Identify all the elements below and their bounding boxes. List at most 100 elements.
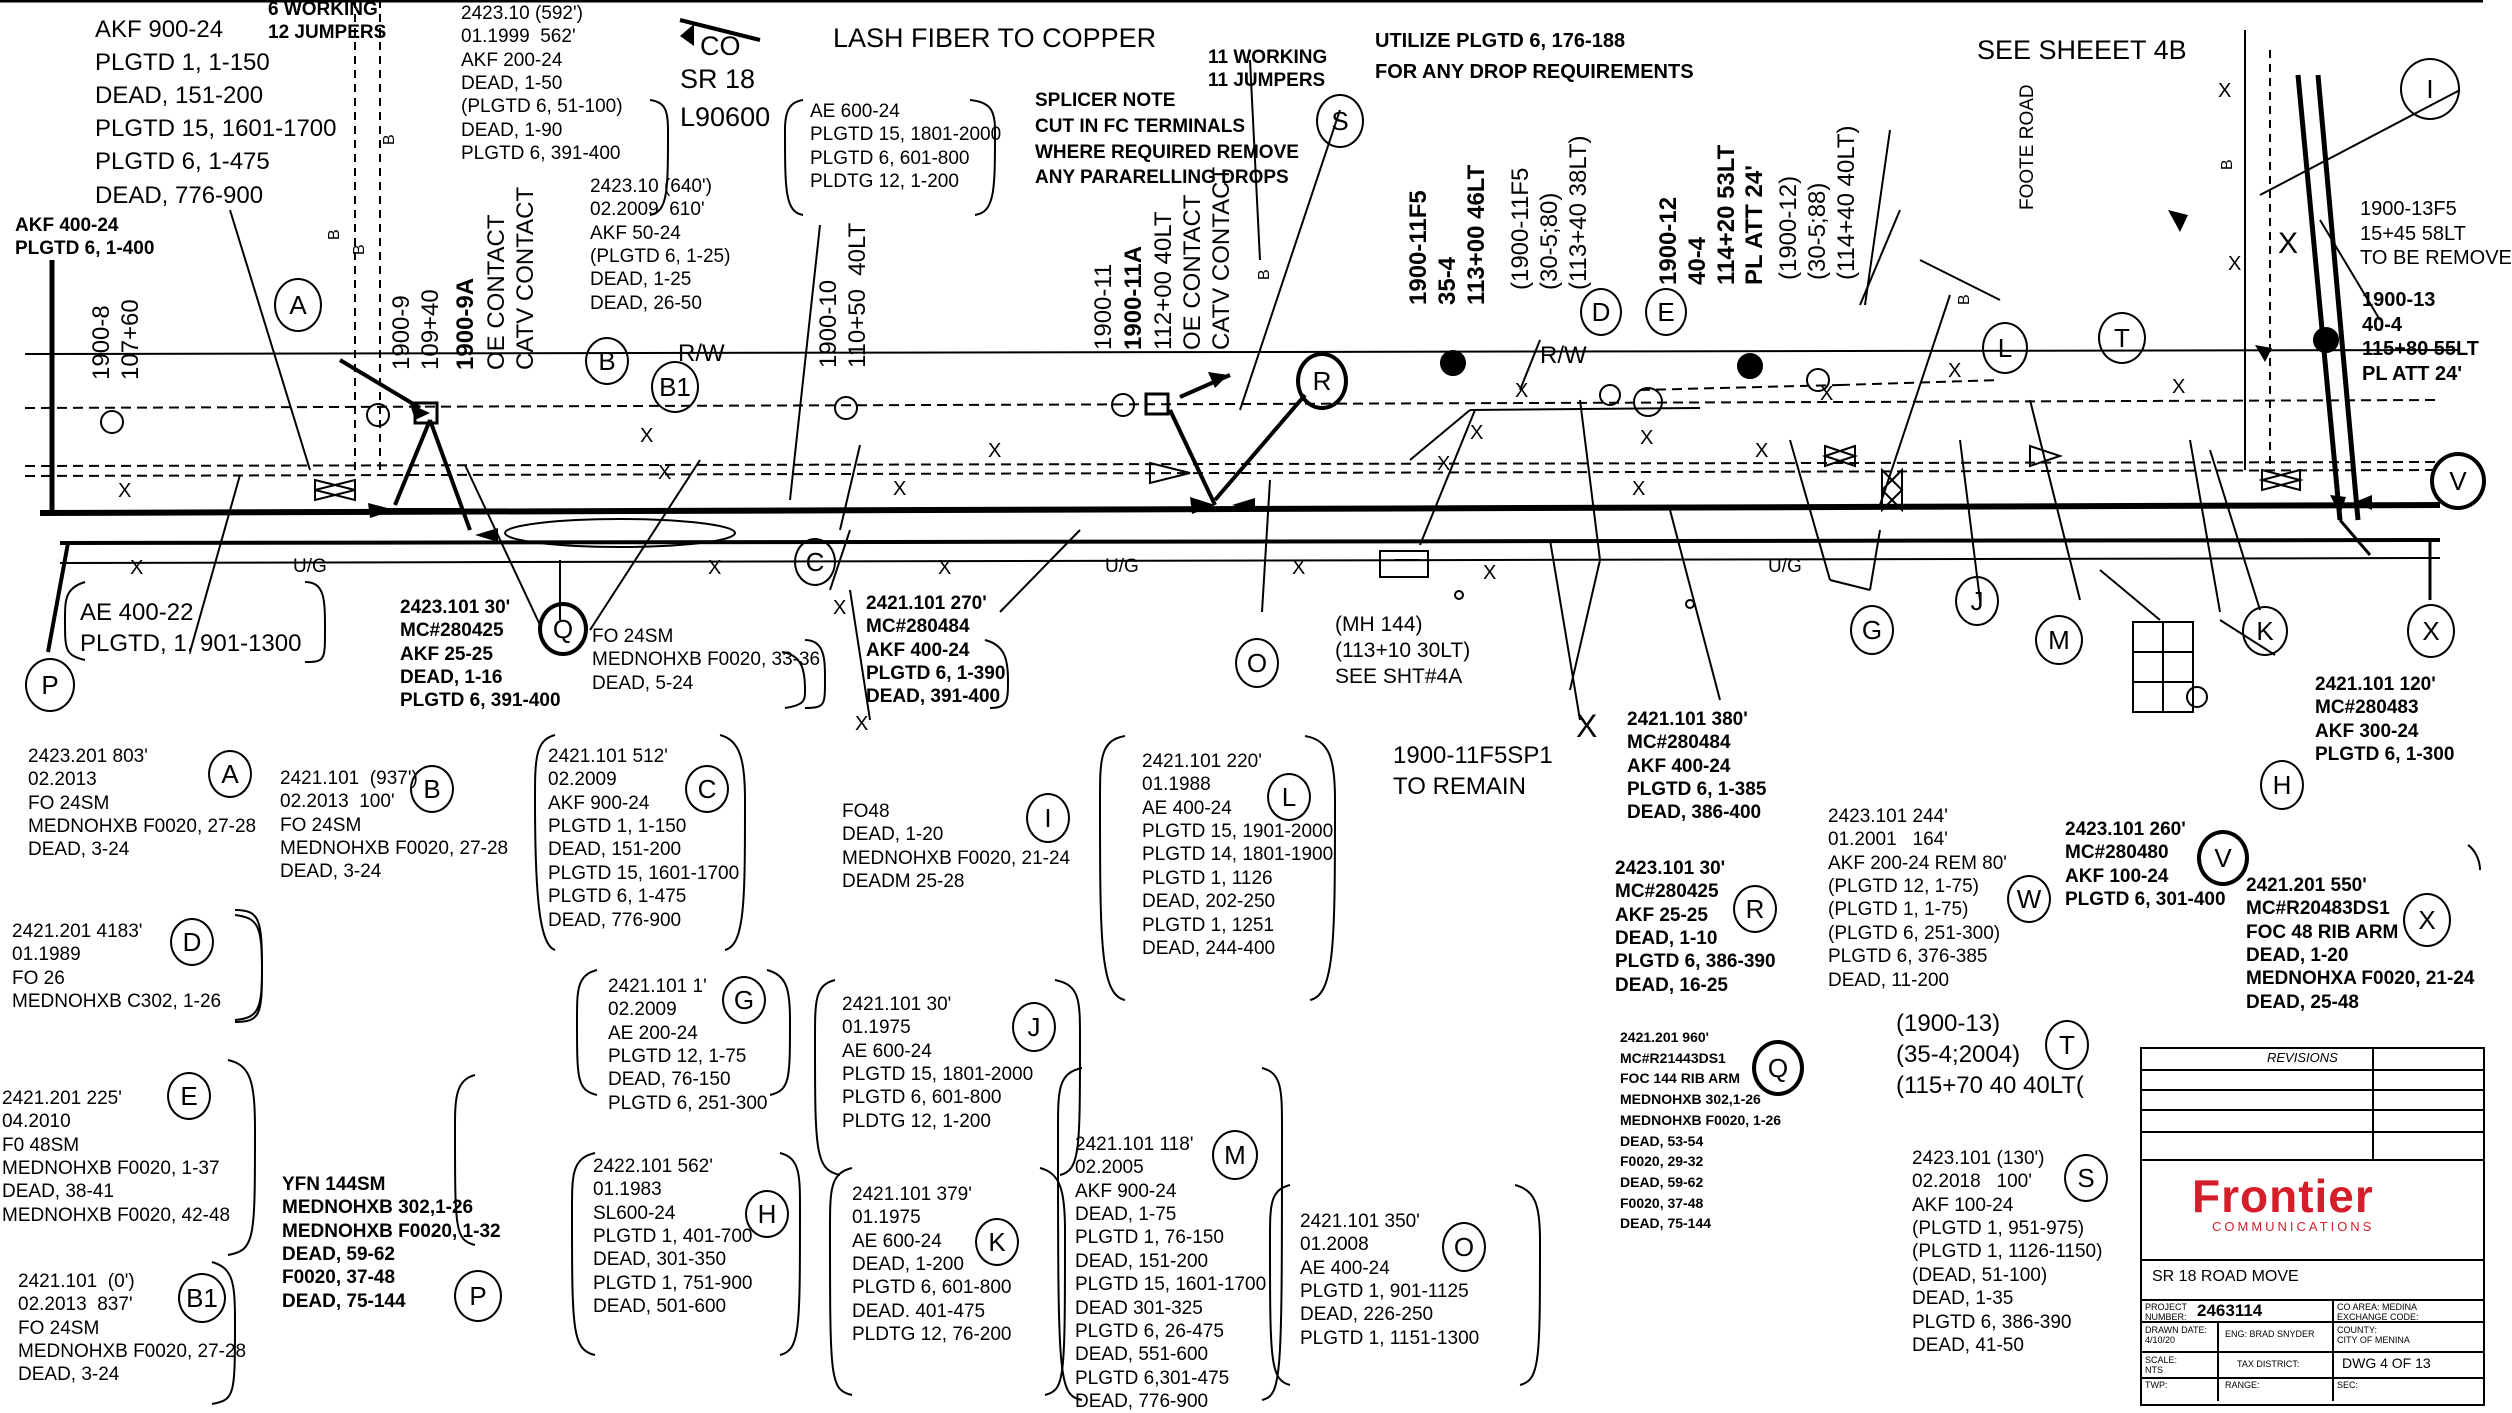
legend-block-b: 2421.101 (937') 02.2013 100' FO 24SM MED… [280,768,509,883]
sec: SEC: [2337,1380,2359,1390]
circle-h: H [2260,760,2304,810]
scale: SCALE: NTS [2145,1355,2178,1375]
x-mark: X [893,478,907,500]
x-mark: X [1576,708,1598,744]
legend-circle-t: T [2045,1020,2089,1070]
drawn-date: DRAWN DATE: 4/10/20 [2145,1325,2207,1345]
x-mark: X [2172,376,2186,398]
x-mark: X [1820,383,1834,405]
legend-circle-s: S [2064,1154,2108,1202]
co-area: CO AREA: MEDINA EXCHANGE CODE: [2337,1302,2419,1322]
sp1-label: 1900-11F5SP1 TO REMAIN [1393,742,1553,801]
project-title: SR 18 ROAD MOVE [2152,1268,2299,1285]
circle-j: J [1955,576,1999,626]
ug-label-2: U/G [1105,556,1139,577]
x-mark: X [833,597,847,619]
x-mark: X [118,480,132,502]
legend-block-v: 2423.101 260' MC#280480 AKF 100-24 PLGTD… [2065,819,2226,911]
revisions-label: REVISIONS [2267,1050,2338,1065]
legend-circle-h: H [745,1190,789,1238]
legend-block-l: 2421.101 220' 01.1988 AE 400-24 PLGTD 15… [1142,751,1334,959]
x-mark: X [1470,422,1484,444]
circle-a: A [274,278,322,332]
x-mark: X [658,462,672,484]
legend-circle-o: O [1442,1222,1486,1272]
legend-circle-b: B [410,765,454,813]
pole-1900-11: 1900-11 [1090,263,1117,350]
circle-d: D [1580,288,1622,336]
b-marker: B [326,229,343,240]
legend-block-p: YFN 144SM MEDNOHXB 302,1-26 MEDNOHXB F00… [282,1174,501,1312]
pole-1900-9: 1900-9 109+40 [388,289,444,370]
pole-1900-11-contacts: 112+00 40LT OE CONTACT CATV CONTACT [1150,166,1235,350]
pole-1900-8: 1900-8 107+60 [88,299,144,380]
span-592: 2423.10 (592') 01.1999 562' AKF 200-24 D… [461,3,623,165]
legend-block-i: FO48 DEAD, 1-20 MEDNOHXB F0020, 21-24 DE… [842,801,1071,893]
legend-block-e: 2421.201 225' 04.2010 F0 48SM MEDNOHXB F… [2,1088,231,1226]
x-mark: X [708,557,722,579]
x-mark: X [1755,440,1769,462]
rw-label-right: R/W [1540,342,1587,369]
circle-p: P [25,658,75,712]
pole-1900-10: 1900-10 110+50 40LT [815,222,871,368]
b-marker: B [2219,159,2236,170]
legend-circle-b1: B1 [178,1273,226,1323]
legend-block-h: 2422.101 562' 01.1983 SL600-24 PLGTD 1, … [593,1156,753,1318]
legend-block-c: 2421.101 512' 02.2009 AKF 900-24 PLGTD 1… [548,746,740,931]
legend-block-d: 2421.201 4183' 01.1989 FO 26 MEDNOHXB C3… [12,921,222,1013]
b-marker: B [1956,294,1973,305]
x-mark: X [1483,562,1497,584]
see-sheet-label: SEE SHEEET 4B [1977,35,2187,65]
b-marker: B [381,134,398,145]
pole-1900-9a: 1900-9A [452,277,479,370]
x-mark: X [1948,360,1962,382]
legend-circle-w: W [2007,875,2051,923]
circle-e: E [1645,288,1687,336]
legend-block-t: (1900-13) (35-4;2004) (115+70 40 40LT( [1896,1010,2084,1100]
pole-1900-11a: 1900-11A [1120,245,1147,350]
twp: TWP: [2145,1380,2168,1390]
legend-circle-g: G [722,976,766,1024]
working-jumpers-note: 11 WORKING 11 JUMPERS [1208,47,1328,92]
legend-circle-d: D [170,918,214,966]
legend-circle-c: C [685,765,729,813]
title-block: REVISIONS Frontier COMMUNICATIONS SR 18 … [2140,1047,2485,1406]
foote-road-label: FOOTE ROAD [2017,84,2038,210]
circle-l: L [1982,322,2028,374]
legend-block-a: 2423.201 803' 02.2013 FO 24SM MEDNOHXB F… [28,746,257,861]
legend-block-q: 2421.201 960' MC#R21443DS1 FOC 144 RIB A… [1620,1029,1782,1232]
legend-circle-l: L [1267,773,1311,821]
legend-block-s: 2423.101 (130') 02.2018 100' AKF 100-24 … [1912,1148,2103,1356]
cable-fo24sm: FO 24SM MEDNOHXB F0020, 33-36 DEAD, 5-24 [592,626,821,694]
working-jumpers-top-note: 6 WORKING 12 JUMPERS [268,0,387,44]
circle-v: V [2430,452,2486,510]
circle-c: C [794,538,836,586]
circle-g: G [1850,605,1894,655]
x-mark: X [1632,478,1646,500]
pole-1900-9-contacts: OE CONTACT CATV CONTACT [483,186,539,370]
legend-circle-r: R [1733,885,1777,933]
sr-label: SR 18 [680,64,756,94]
pole-1900-11f5: 1900-11F5 35-4 113+00 46LT [1405,164,1490,305]
circle-b1: B1 [651,361,699,413]
span-640: 2423.10 (640') 02.2009 610' AKF 50-24 (P… [590,176,731,314]
county: COUNTY: CITY OF MENINA [2337,1325,2410,1345]
legend-circle-p: P [454,1270,502,1322]
rw-label-left: R/W [678,340,725,367]
circle-o: O [1235,638,1279,688]
project-number-label: PROJECT NUMBER: [2145,1302,2188,1322]
legend-circle-k: K [975,1218,1019,1266]
right-top-pole: 1900-13F5 15+45 58LT TO BE REMOVE [2360,198,2512,270]
x-mark: X [1640,427,1654,449]
legend-block-o: 2421.101 350' 01.2008 AE 400-24 PLGTD 1,… [1300,1211,1480,1349]
legend-circle-a: A [208,750,252,798]
circle-t: T [2098,312,2146,364]
lash-fiber-label: LASH FIBER TO COPPER [833,23,1157,53]
legend-circle-x: X [2403,893,2451,947]
dwg-number: DWG 4 OF 13 [2342,1355,2431,1371]
legend-block-k: 2421.101 379' 01.1975 AE 600-24 DEAD, 1-… [852,1184,1012,1346]
mh144-label: (MH 144) (113+10 30LT) SEE SHT#4A [1335,613,1471,688]
legend-block-x: 2421.201 550' MC#R20483DS1 FOC 48 RIB AR… [2246,875,2475,1013]
code-label: L90600 [680,102,771,132]
